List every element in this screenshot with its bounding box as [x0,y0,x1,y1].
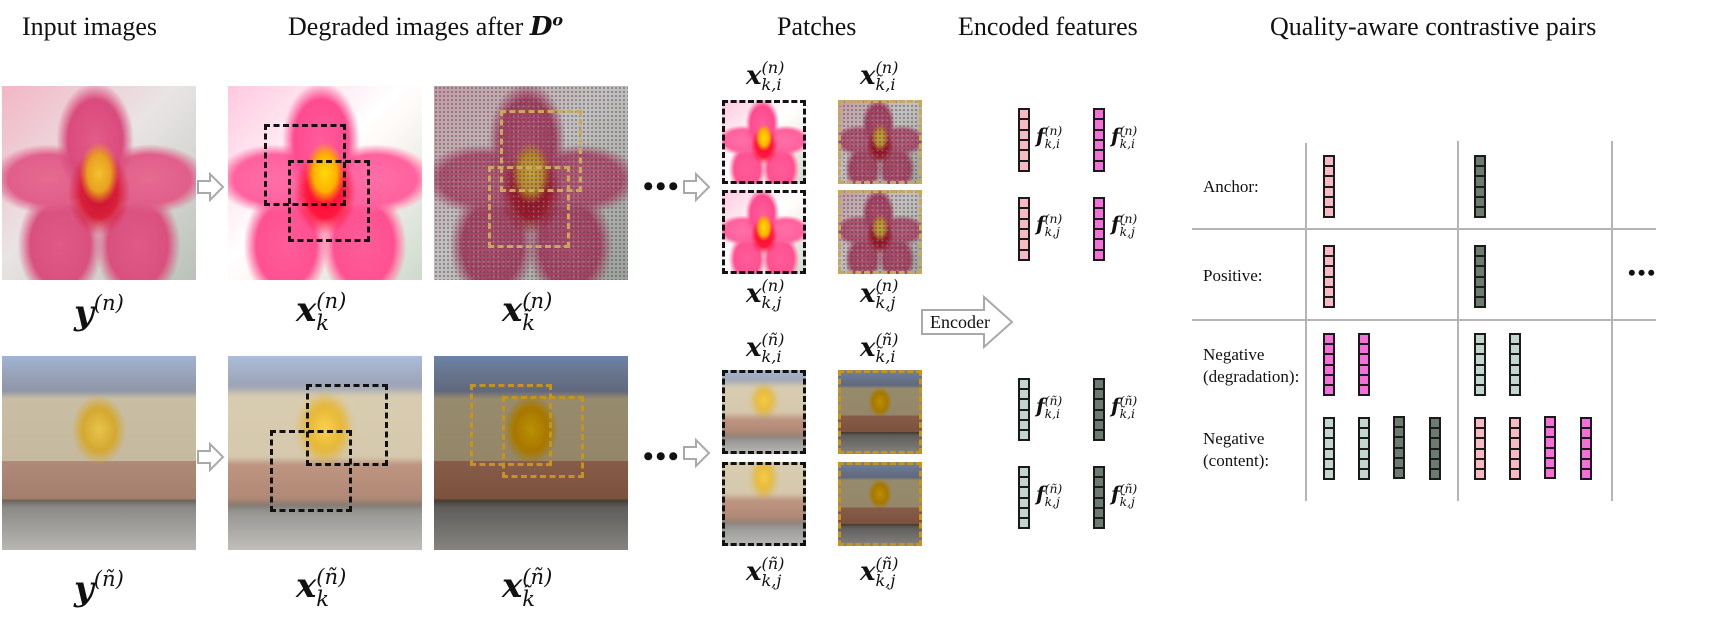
patch-statue-kt-j [838,462,922,546]
feature-vector-light-pink [1018,197,1030,261]
neg-content-vector-light-green [1358,417,1370,480]
patch-label-x-n-kt-j: x(n)k̃,j [860,276,899,312]
neg-degradation-vector-light-green [1509,333,1521,396]
degradation-operator: Do [529,10,564,42]
label-x-kt-nt: x(ñ)k̃ [502,564,553,612]
degraded-image-orchid-k [228,86,422,280]
patch-label-x-nt-kt-j: x(ñ)k̃,j [860,554,899,590]
feature-label-f-n-kt-j: f(n)k̃,j [1111,211,1138,240]
feature-vector-light-green [1018,466,1030,529]
positive-vector-dark-green [1474,245,1486,308]
patch-statue-kt-i [838,370,922,454]
header-patches: Patches [777,12,857,41]
hollow-arrow-icon [683,438,711,468]
patch-label-x-nt-kt-i: x(ñ)k̃,i [860,330,899,366]
patch-box-j [288,160,370,242]
patch-orchid-kt-i [838,100,922,184]
feature-vector-dark-green [1093,466,1105,529]
more-ellipsis: ••• [1628,260,1658,285]
row-label-negative-degradation: Negative (degradation): [1203,345,1300,386]
label-x-k-n: x(n)k [296,288,347,336]
ellipsis-row2: ••• [643,440,681,473]
patch-box-i [264,124,346,206]
neg-degradation-vector-magenta [1323,333,1335,396]
patch-orchid-k-i [722,100,806,184]
label-x-kt-n: x(n)k̃ [502,288,553,336]
label-y-n: y(n) [74,290,124,333]
neg-content-vector-magenta [1544,416,1556,479]
row-label-anchor: Anchor: [1203,177,1259,196]
row-label-negative-content: Negative (content): [1203,429,1270,470]
patch-box-j [502,396,584,478]
label-y-nt: y(ñ) [74,566,124,609]
patch-label-x-n-kt-i: x(n)k̃,i [860,58,899,94]
grid-line [1611,141,1613,501]
feature-vector-dark-green [1093,378,1105,441]
neg-content-vector-light-pink [1509,417,1521,480]
grid-line [1305,143,1307,501]
encoder-label: Encoder [930,312,990,332]
feature-vector-light-pink [1018,108,1030,172]
degraded-image-statue-k [228,356,422,550]
input-image-statue [2,356,196,550]
feature-label-f-n-kt-i: f(n)k̃,i [1111,123,1138,152]
ellipsis-row1: ••• [643,170,681,203]
patch-box-j [270,430,352,512]
hollow-arrow-icon [197,172,225,202]
row-label-positive: Positive: [1203,266,1263,285]
header-input-images: Input images [22,12,158,41]
header-degraded-images: Degraded images after Do [288,10,564,42]
feature-label-f-n-k-i: f(n)k,i [1036,123,1063,152]
neg-content-vector-light-pink [1474,417,1486,480]
header-contrastive-pairs: Quality-aware contrastive pairs [1270,12,1597,41]
patch-box-i [470,384,552,466]
feature-label-f-nt-k-j: f(ñ)k,j [1036,481,1063,510]
header-encoded-features: Encoded features [958,12,1138,41]
input-image-orchid [2,86,196,280]
patch-box-i [500,110,582,192]
patch-statue-k-j [722,462,806,546]
feature-label-f-n-k-j: f(n)k,j [1036,211,1063,240]
hollow-arrow-icon [683,172,711,202]
patch-box-i [306,384,388,466]
neg-content-vector-dark-green [1429,417,1441,480]
neg-degradation-vector-magenta [1358,333,1370,396]
feature-vector-magenta [1093,197,1105,261]
neg-degradation-vector-light-green [1474,333,1486,396]
positive-vector-light-pink [1323,245,1335,308]
hollow-arrow-icon [197,442,225,472]
neg-content-vector-light-green [1323,417,1335,480]
degraded-image-orchid-kt [434,86,628,280]
anchor-vector-dark-green [1474,155,1486,218]
feature-vector-light-green [1018,378,1030,441]
patch-orchid-k-j [722,190,806,274]
feature-label-f-nt-k-i: f(ñ)k,i [1036,393,1063,422]
feature-vector-magenta [1093,108,1105,172]
neg-content-vector-magenta [1580,417,1592,480]
neg-content-vector-dark-green [1393,416,1405,479]
label-x-k-nt: x(ñ)k [296,564,347,612]
patch-box-j [488,166,570,248]
grid-line [1457,141,1459,501]
patch-label-x-n-k-j: x(n)k,j [746,276,785,312]
feature-label-f-nt-kt-j: f(ñ)k̃,j [1111,481,1138,510]
patch-label-x-n-k-i: x(n)k,i [746,58,785,94]
patch-orchid-kt-j [838,190,922,274]
anchor-vector-light-pink [1323,155,1335,218]
degraded-image-statue-kt [434,356,628,550]
patch-label-x-nt-k-j: x(ñ)k,j [746,554,785,590]
feature-label-f-nt-kt-i: f(ñ)k̃,i [1111,393,1138,422]
grid-line [1192,228,1656,230]
encoder-arrow-icon [921,294,1014,350]
grid-line [1192,319,1656,321]
patch-label-x-nt-k-i: x(ñ)k,i [746,330,785,366]
patch-statue-k-i [722,370,806,454]
